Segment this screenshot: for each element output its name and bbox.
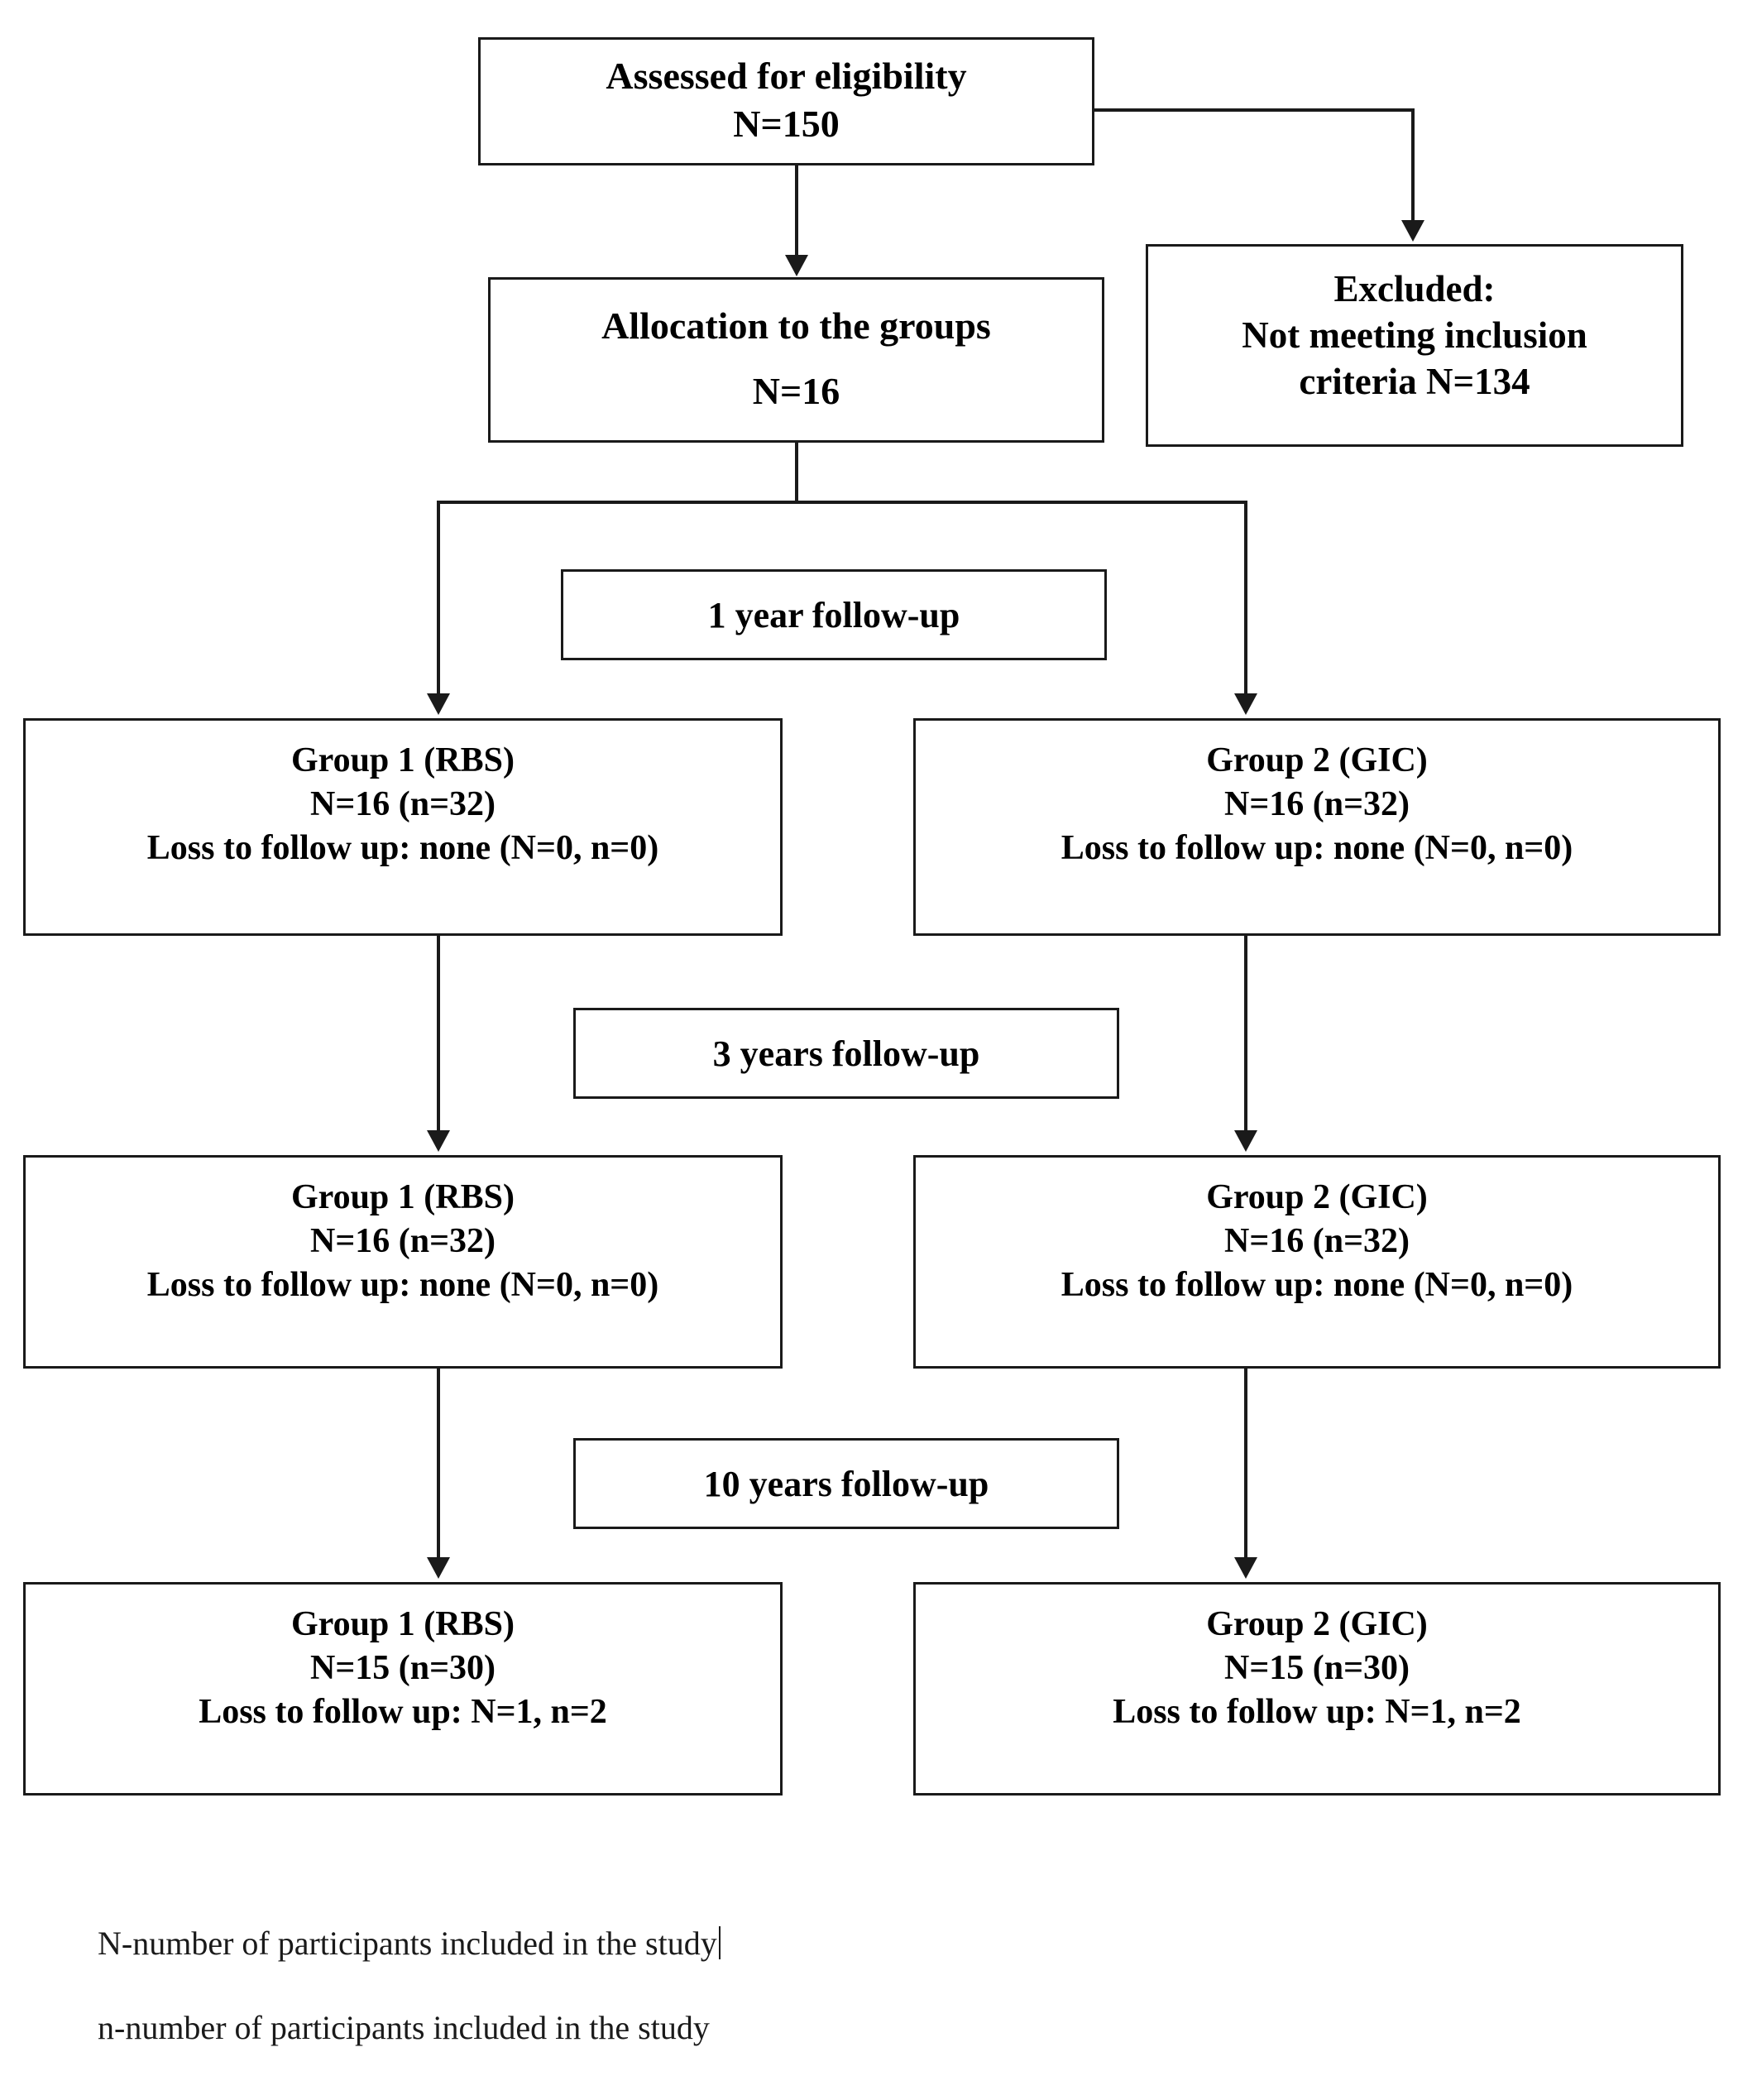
arrowhead-to-group1-1y bbox=[427, 693, 450, 715]
group2-3y-title: Group 2 (GIC) bbox=[1206, 1178, 1428, 1216]
node-assessed-for-eligibility: Assessed for eligibility N=150 bbox=[478, 37, 1094, 165]
group1-1y-loss: Loss to follow up: none (N=0, n=0) bbox=[146, 828, 659, 867]
arrowhead-to-group2-10y bbox=[1234, 1557, 1257, 1579]
group1-10y-loss: Loss to follow up: N=1, n=2 bbox=[199, 1692, 607, 1731]
eligibility-count: N=150 bbox=[733, 103, 840, 146]
node-allocation: Allocation to the groups N=16 bbox=[488, 277, 1104, 443]
connector-eligibility-to-excluded-vertical bbox=[1411, 108, 1415, 223]
arrowhead-to-group2-3y bbox=[1234, 1130, 1257, 1152]
excluded-reason: Not meeting inclusion bbox=[1242, 314, 1587, 356]
allocation-count: N=16 bbox=[752, 370, 840, 412]
group1-1y-title: Group 1 (RBS) bbox=[291, 741, 515, 779]
group2-3y-loss: Loss to follow up: none (N=0, n=0) bbox=[1061, 1265, 1573, 1304]
node-group1-1-year: Group 1 (RBS) N=16 (n=32) Loss to follow… bbox=[23, 718, 783, 936]
arrowhead-to-excluded bbox=[1401, 220, 1424, 242]
arrowhead-to-allocation bbox=[785, 255, 808, 276]
node-group2-3-years: Group 2 (GIC) N=16 (n=32) Loss to follow… bbox=[913, 1155, 1721, 1369]
excluded-title: Excluded: bbox=[1333, 268, 1496, 309]
legend-line-capital-n: N-number of participants included in the… bbox=[98, 1926, 1173, 1960]
followup-3-years-label: 3 years follow-up bbox=[712, 1033, 980, 1074]
group2-1y-count: N=16 (n=32) bbox=[1223, 784, 1410, 823]
node-excluded: Excluded: Not meeting inclusion criteria… bbox=[1146, 244, 1683, 447]
legend-text-capital-n: N-number of participants included in the… bbox=[98, 1925, 717, 1962]
text-cursor-icon bbox=[718, 1926, 721, 1959]
group2-1y-title: Group 2 (GIC) bbox=[1206, 741, 1428, 779]
node-followup-10-years: 10 years follow-up bbox=[573, 1438, 1119, 1529]
group2-10y-loss: Loss to follow up: N=1, n=2 bbox=[1113, 1692, 1521, 1731]
connector-allocation-to-bus bbox=[795, 443, 798, 502]
eligibility-title: Assessed for eligibility bbox=[606, 54, 967, 97]
group2-10y-count: N=15 (n=30) bbox=[1223, 1648, 1410, 1687]
node-group1-3-years: Group 1 (RBS) N=16 (n=32) Loss to follow… bbox=[23, 1155, 783, 1369]
group1-10y-count: N=15 (n=30) bbox=[309, 1648, 496, 1687]
legend: N-number of participants included in the… bbox=[98, 1926, 1173, 2045]
node-followup-1-year: 1 year follow-up bbox=[561, 569, 1107, 660]
allocation-title: Allocation to the groups bbox=[601, 304, 991, 347]
group1-3y-title: Group 1 (RBS) bbox=[291, 1178, 515, 1216]
arrowhead-to-group1-3y bbox=[427, 1130, 450, 1152]
arrowhead-to-group2-1y bbox=[1234, 693, 1257, 715]
connector-bus-to-group1-1y bbox=[437, 501, 440, 697]
excluded-count: criteria N=134 bbox=[1299, 360, 1530, 402]
node-followup-3-years: 3 years follow-up bbox=[573, 1008, 1119, 1099]
arrowhead-to-group1-10y bbox=[427, 1557, 450, 1579]
followup-1-year-label: 1 year follow-up bbox=[707, 594, 960, 635]
connector-group2-3y-to-10y bbox=[1244, 1369, 1247, 1560]
group1-3y-loss: Loss to follow up: none (N=0, n=0) bbox=[146, 1265, 659, 1304]
connector-group1-1y-to-3y bbox=[437, 936, 440, 1133]
node-group2-10-years: Group 2 (GIC) N=15 (n=30) Loss to follow… bbox=[913, 1582, 1721, 1796]
followup-10-years-label: 10 years follow-up bbox=[703, 1463, 989, 1504]
connector-group1-3y-to-10y bbox=[437, 1369, 440, 1560]
group1-1y-count: N=16 (n=32) bbox=[309, 784, 496, 823]
connector-group2-1y-to-3y bbox=[1244, 936, 1247, 1133]
node-group1-10-years: Group 1 (RBS) N=15 (n=30) Loss to follow… bbox=[23, 1582, 783, 1796]
connector-bus-to-group2-1y bbox=[1244, 501, 1247, 697]
connector-split-bus bbox=[437, 501, 1247, 504]
node-group2-1-year: Group 2 (GIC) N=16 (n=32) Loss to follow… bbox=[913, 718, 1721, 936]
group1-3y-count: N=16 (n=32) bbox=[309, 1221, 496, 1260]
group2-10y-title: Group 2 (GIC) bbox=[1206, 1605, 1428, 1643]
legend-line-lowercase-n: n-number of participants included in the… bbox=[98, 2009, 710, 2046]
connector-eligibility-to-allocation bbox=[795, 165, 798, 259]
group2-3y-count: N=16 (n=32) bbox=[1223, 1221, 1410, 1260]
group1-10y-title: Group 1 (RBS) bbox=[291, 1605, 515, 1643]
connector-eligibility-to-excluded-horizontal bbox=[1092, 108, 1415, 112]
group2-1y-loss: Loss to follow up: none (N=0, n=0) bbox=[1061, 828, 1573, 867]
